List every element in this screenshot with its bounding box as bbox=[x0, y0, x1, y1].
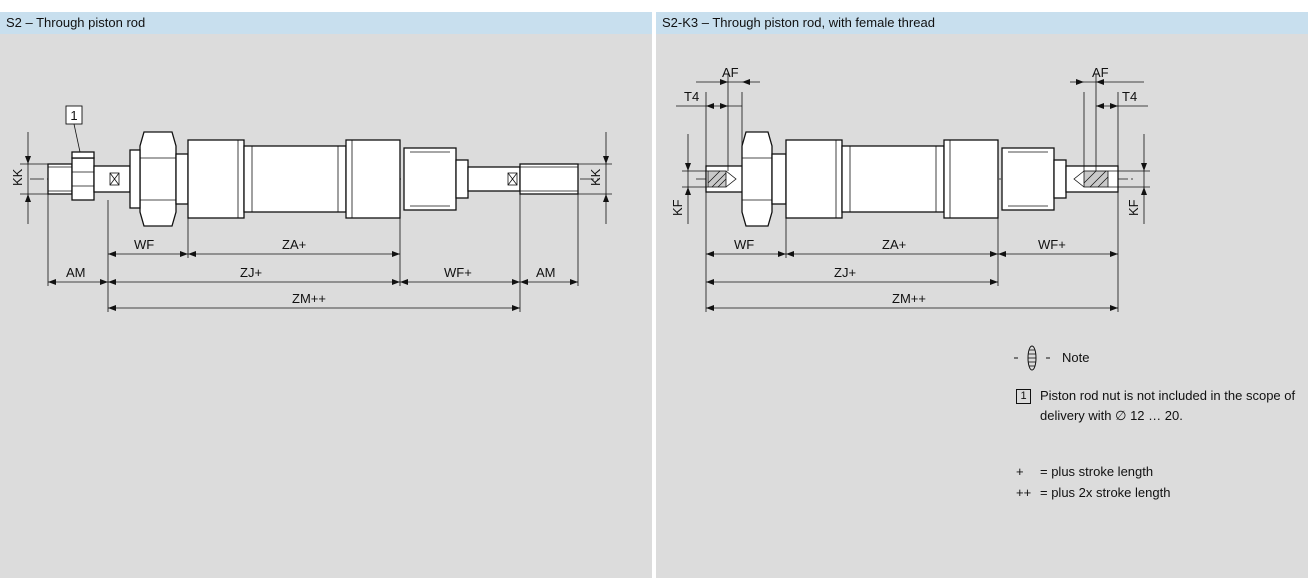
dim-af-right: AF bbox=[1092, 65, 1109, 80]
dim-kk-right: KK bbox=[588, 168, 603, 186]
cylinder-end-cap-rear bbox=[345, 139, 401, 219]
dim-am-left: AM bbox=[66, 265, 86, 280]
legend-symbol-plus: + bbox=[1016, 464, 1024, 479]
dim-zm-right: ZM++ bbox=[892, 291, 926, 306]
note-callout-1: 1 bbox=[1016, 389, 1031, 404]
legend-text-plus: = plus stroke length bbox=[1040, 464, 1154, 479]
piston-rod-left bbox=[93, 165, 131, 193]
dim-kf-left: KF bbox=[670, 199, 685, 216]
dim-wfplus-left: WF+ bbox=[444, 265, 472, 280]
dim-zm-left: ZM++ bbox=[292, 291, 326, 306]
cylinder-barrel bbox=[243, 145, 347, 213]
legend-text-double-plus: = plus 2x stroke length bbox=[1040, 485, 1171, 500]
note-text: Piston rod nut is not included in the sc… bbox=[1040, 388, 1296, 423]
note-icon bbox=[1014, 345, 1050, 371]
dim-kf-right: KF bbox=[1126, 199, 1141, 216]
cylinder-end-cap-front bbox=[187, 139, 245, 219]
dim-t4-left: T4 bbox=[684, 89, 699, 104]
cylinder-barrel-k3 bbox=[841, 145, 945, 213]
piston-rod-nut bbox=[71, 157, 95, 201]
cylinder-end-cap-front-k3 bbox=[785, 139, 843, 219]
drawing-panel-s2: S2 – Through piston rod bbox=[0, 12, 652, 578]
note-header: Note bbox=[1014, 344, 1306, 372]
rod-thread-right bbox=[519, 163, 579, 195]
technical-drawing-s2: 1 KK KK WF ZA+ AM ZJ+ WF+ AM ZM++ bbox=[10, 105, 612, 312]
dim-wfplus-right: WF+ bbox=[1038, 237, 1066, 252]
legend-symbol-double-plus: ++ bbox=[1016, 485, 1032, 500]
dim-zj-left: ZJ+ bbox=[240, 265, 262, 280]
dim-t4-right: T4 bbox=[1122, 89, 1137, 104]
hex-mounting-nut bbox=[139, 131, 177, 227]
cylinder-end-cap-rear-k3 bbox=[943, 139, 999, 219]
dim-kk-left: KK bbox=[10, 168, 25, 186]
notes-section: Note 1 Piston rod nut is not included in… bbox=[1014, 344, 1306, 504]
dim-wf-left: WF bbox=[134, 237, 154, 252]
dim-af-left: AF bbox=[722, 65, 739, 80]
legend-item-plus: + = plus stroke length bbox=[1016, 462, 1306, 483]
drawing-panel-s2-k3: S2-K3 – Through piston rod, with female … bbox=[656, 12, 1308, 578]
dim-zj-right: ZJ+ bbox=[834, 265, 856, 280]
legend: + = plus stroke length ++ = plus 2x stro… bbox=[1016, 462, 1306, 504]
rod-thread-left bbox=[47, 163, 73, 195]
note-title: Note bbox=[1062, 350, 1090, 365]
panel-title-s2-k3: S2-K3 – Through piston rod, with female … bbox=[656, 12, 1308, 34]
panel-title-s2: S2 – Through piston rod bbox=[0, 12, 652, 34]
technical-drawing-s2-k3: AF T4 AF T4 KF KF WF ZA+ WF+ bbox=[670, 65, 1150, 312]
dim-za-right: ZA+ bbox=[882, 237, 906, 252]
dim-za-left: ZA+ bbox=[282, 237, 306, 252]
legend-item-double-plus: ++ = plus 2x stroke length bbox=[1016, 483, 1306, 504]
hex-mounting-nut-k3 bbox=[741, 131, 773, 227]
piston-rod-right bbox=[467, 166, 521, 192]
note-item-1: 1 Piston rod nut is not included in the … bbox=[1016, 386, 1306, 426]
callout-1: 1 bbox=[70, 108, 77, 123]
dim-am-right: AM bbox=[536, 265, 556, 280]
dim-wf-right: WF bbox=[734, 237, 754, 252]
